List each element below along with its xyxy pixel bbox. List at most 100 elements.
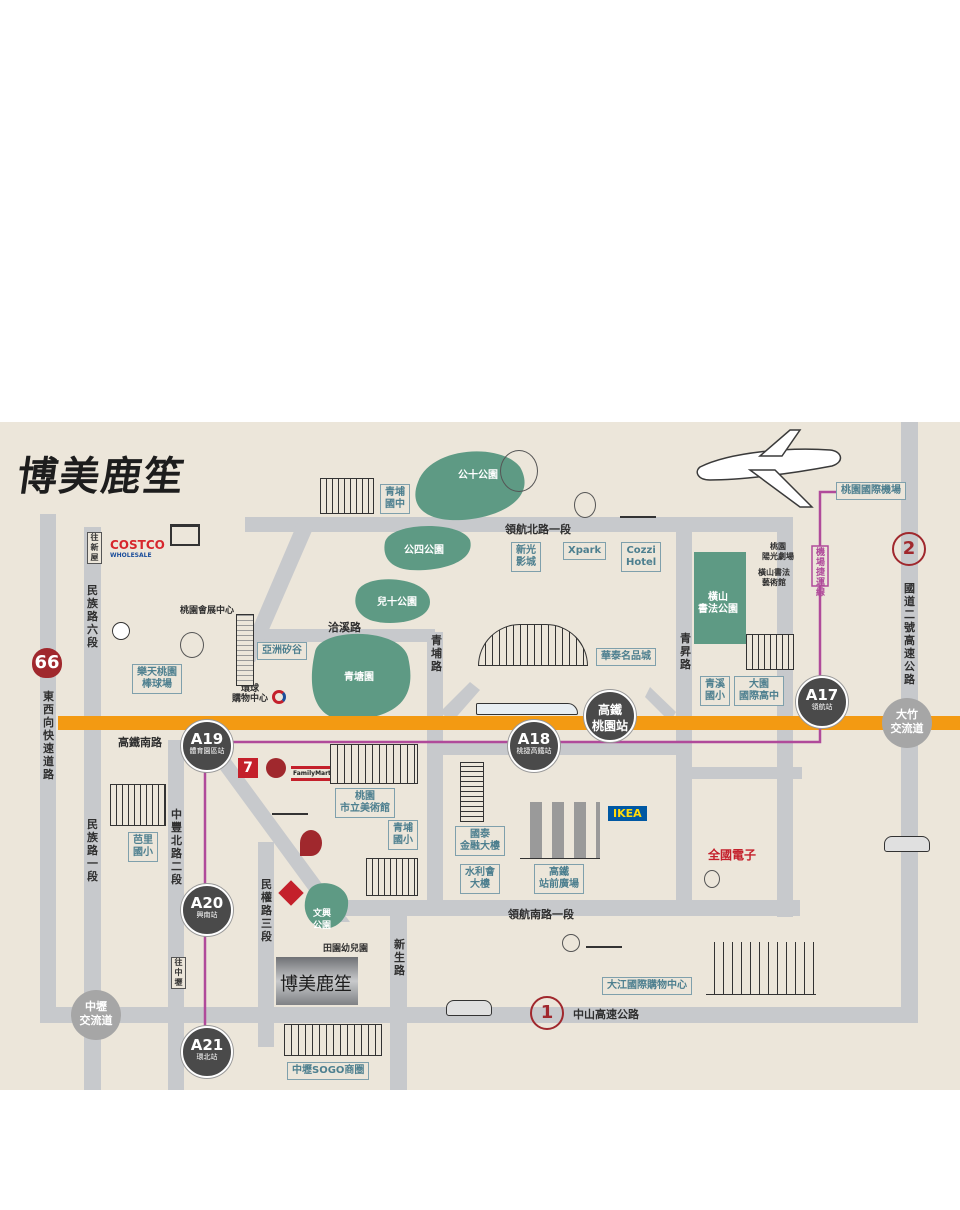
brand-logo: 博美鹿笙 [14, 453, 189, 500]
place-asia-silicon[interactable]: 亞洲矽谷 [257, 642, 307, 660]
place-art-museum[interactable]: 桃園 市立美術館 [335, 788, 395, 818]
place-hsr-plaza[interactable]: 高鐵 站前廣場 [534, 864, 584, 894]
station-name: 興南站 [196, 911, 218, 919]
parks [304, 451, 746, 929]
road-qingpu [427, 632, 443, 908]
brand-tkec[interactable]: 全國電子 [708, 848, 757, 862]
hengshan-park-shape [694, 552, 746, 644]
place-cathay[interactable]: 國泰 金融大樓 [455, 826, 505, 856]
brand-poster-text: 博美鹿笙 [280, 974, 352, 995]
place-dayuan-high[interactable]: 大園 國際高中 [734, 676, 784, 706]
brand-seven[interactable]: 7 [238, 758, 258, 778]
wenxing-park-shape [304, 883, 349, 929]
building-icon-global-mall [236, 614, 254, 686]
building-icon-sogo [284, 1024, 382, 1056]
place-qingpu-elem[interactable]: 青埔 國小 [388, 820, 418, 850]
road-diag-south [200, 742, 350, 922]
map-base [40, 422, 960, 1090]
road-label-hsr-south: 高鐵南路 [118, 736, 162, 749]
road-minquan [258, 842, 274, 1047]
tree-icon [574, 492, 596, 518]
leaf-logo-icon[interactable] [300, 830, 322, 856]
qingtang-park-shape [311, 633, 411, 721]
highway-66-shield: 66 [32, 648, 62, 678]
park-label-qingtang: 青塘園 [344, 672, 374, 683]
road-diag-north [238, 517, 318, 662]
tree-icon-3 [562, 934, 580, 952]
starbucks-icon[interactable] [266, 758, 286, 778]
place-rakuten-stadium[interactable]: 樂天桃園 棒球場 [132, 664, 182, 694]
place-yang-guang: 桃園 陽光劇場 [762, 542, 794, 561]
road-label-expressway: 東西向快速道路 [43, 690, 54, 781]
place-qingxi-elem[interactable]: 青溪 國小 [700, 676, 730, 706]
station-a18[interactable]: A18 桃捷高鐵站 [508, 720, 560, 772]
place-tianyuan-kindergarten: 田園幼兒園 [323, 944, 369, 954]
brand-costco[interactable]: COSTCO [110, 538, 165, 552]
park-10-shape [415, 451, 525, 521]
bicycle-icon-3 [586, 930, 622, 948]
building-icon-outlet [478, 624, 588, 666]
place-shinkong[interactable]: 新光 影城 [511, 542, 541, 572]
station-code: A21 [190, 1036, 224, 1054]
brand-ikea[interactable]: IKEA [608, 806, 647, 821]
road-linghang-south [330, 900, 800, 916]
tree-icon-2 [180, 632, 204, 658]
interchange-line: 交流道 [890, 722, 924, 735]
place-outlet[interactable]: 華泰名品城 [596, 648, 656, 666]
road-label-qingsheng: 青昇路 [680, 632, 691, 671]
road-linghang-north [245, 517, 790, 532]
road-minzu [84, 527, 101, 1090]
building-icon-cathay [460, 762, 484, 822]
road-label-freeway-2: 國道二號高速公路 [904, 582, 915, 686]
bicycle-icon-2 [272, 797, 308, 815]
road-label-xinsheng: 新生路 [394, 938, 405, 977]
carrefour-icon[interactable] [272, 690, 286, 704]
road-xinsheng [390, 902, 407, 1090]
station-a17[interactable]: A17 領航站 [796, 676, 848, 728]
station-a20[interactable]: A20 興南站 [181, 884, 233, 936]
interchange-line: 大竹 [896, 708, 918, 721]
airport-link-label: 機場捷運線 [815, 548, 825, 598]
building-icon-art-museum [330, 744, 418, 784]
road-diag-hsr [440, 682, 480, 722]
place-global-mall: 環球 購物中心 [232, 684, 269, 704]
interchange-dazhu[interactable]: 大竹 交流道 [882, 698, 932, 748]
hsr-station[interactable]: 高鐵 桃園站 [584, 690, 636, 742]
building-icon-skyline [520, 802, 600, 859]
road-inner-east [692, 767, 802, 779]
place-airport[interactable]: 桃園國際機場 [836, 482, 906, 500]
brand-poster [276, 957, 358, 1005]
station-name: 領航站 [811, 703, 833, 711]
station-code: A19 [190, 730, 224, 748]
station-name: 桃捷高鐵站 [516, 747, 552, 755]
building-icon-qingpu-elem [366, 858, 418, 896]
highway-1-shield: 1 [530, 996, 564, 1030]
station-name: 體育園區站 [189, 747, 225, 755]
place-xpark[interactable]: Xpark [563, 542, 607, 560]
building-icon-hengshan-art [746, 634, 794, 670]
road-label-minzu-1: 民族路一段 [87, 818, 98, 883]
road-label-qingpu: 青埔路 [431, 634, 442, 673]
shopping-cart-icon [170, 524, 200, 546]
road-label-minzu-6: 民族路六段 [87, 584, 98, 649]
brand-familymart[interactable]: FamilyMart [291, 766, 333, 781]
park-label-child-10: 兒十公園 [377, 597, 417, 608]
bicycle-icon [620, 500, 656, 518]
station-code: A20 [190, 894, 224, 912]
road-label-qiaxi: 洽溪路 [328, 621, 361, 634]
place-junior-elem[interactable]: 芭里 國小 [128, 832, 158, 862]
place-sogo[interactable]: 中壢SOGO商圈 [287, 1062, 370, 1080]
station-a19[interactable]: A19 體育園區站 [181, 720, 233, 772]
interchange-zhongli[interactable]: 中壢 交流道 [71, 990, 121, 1040]
area-map[interactable]: 博美鹿笙 高鐵南路 領航北路一段 領航南路一段 洽溪路 青埔路 青昇路 民族路六… [0, 422, 960, 1090]
place-dajiang[interactable]: 大江國際購物中心 [602, 977, 692, 995]
tree-icon-4 [704, 870, 720, 888]
place-cozzi[interactable]: Cozzi Hotel [621, 542, 662, 572]
station-a21[interactable]: A21 環北站 [181, 1026, 233, 1078]
place-qingpu-junior[interactable]: 青埔 國中 [380, 484, 410, 514]
airport-link-label-box [811, 545, 829, 587]
road-qingsheng [676, 517, 692, 907]
place-hengshan-art: 橫山書法 藝術館 [758, 568, 790, 587]
car-icon [884, 836, 930, 852]
place-water-tower[interactable]: 水利會 大樓 [460, 864, 500, 894]
